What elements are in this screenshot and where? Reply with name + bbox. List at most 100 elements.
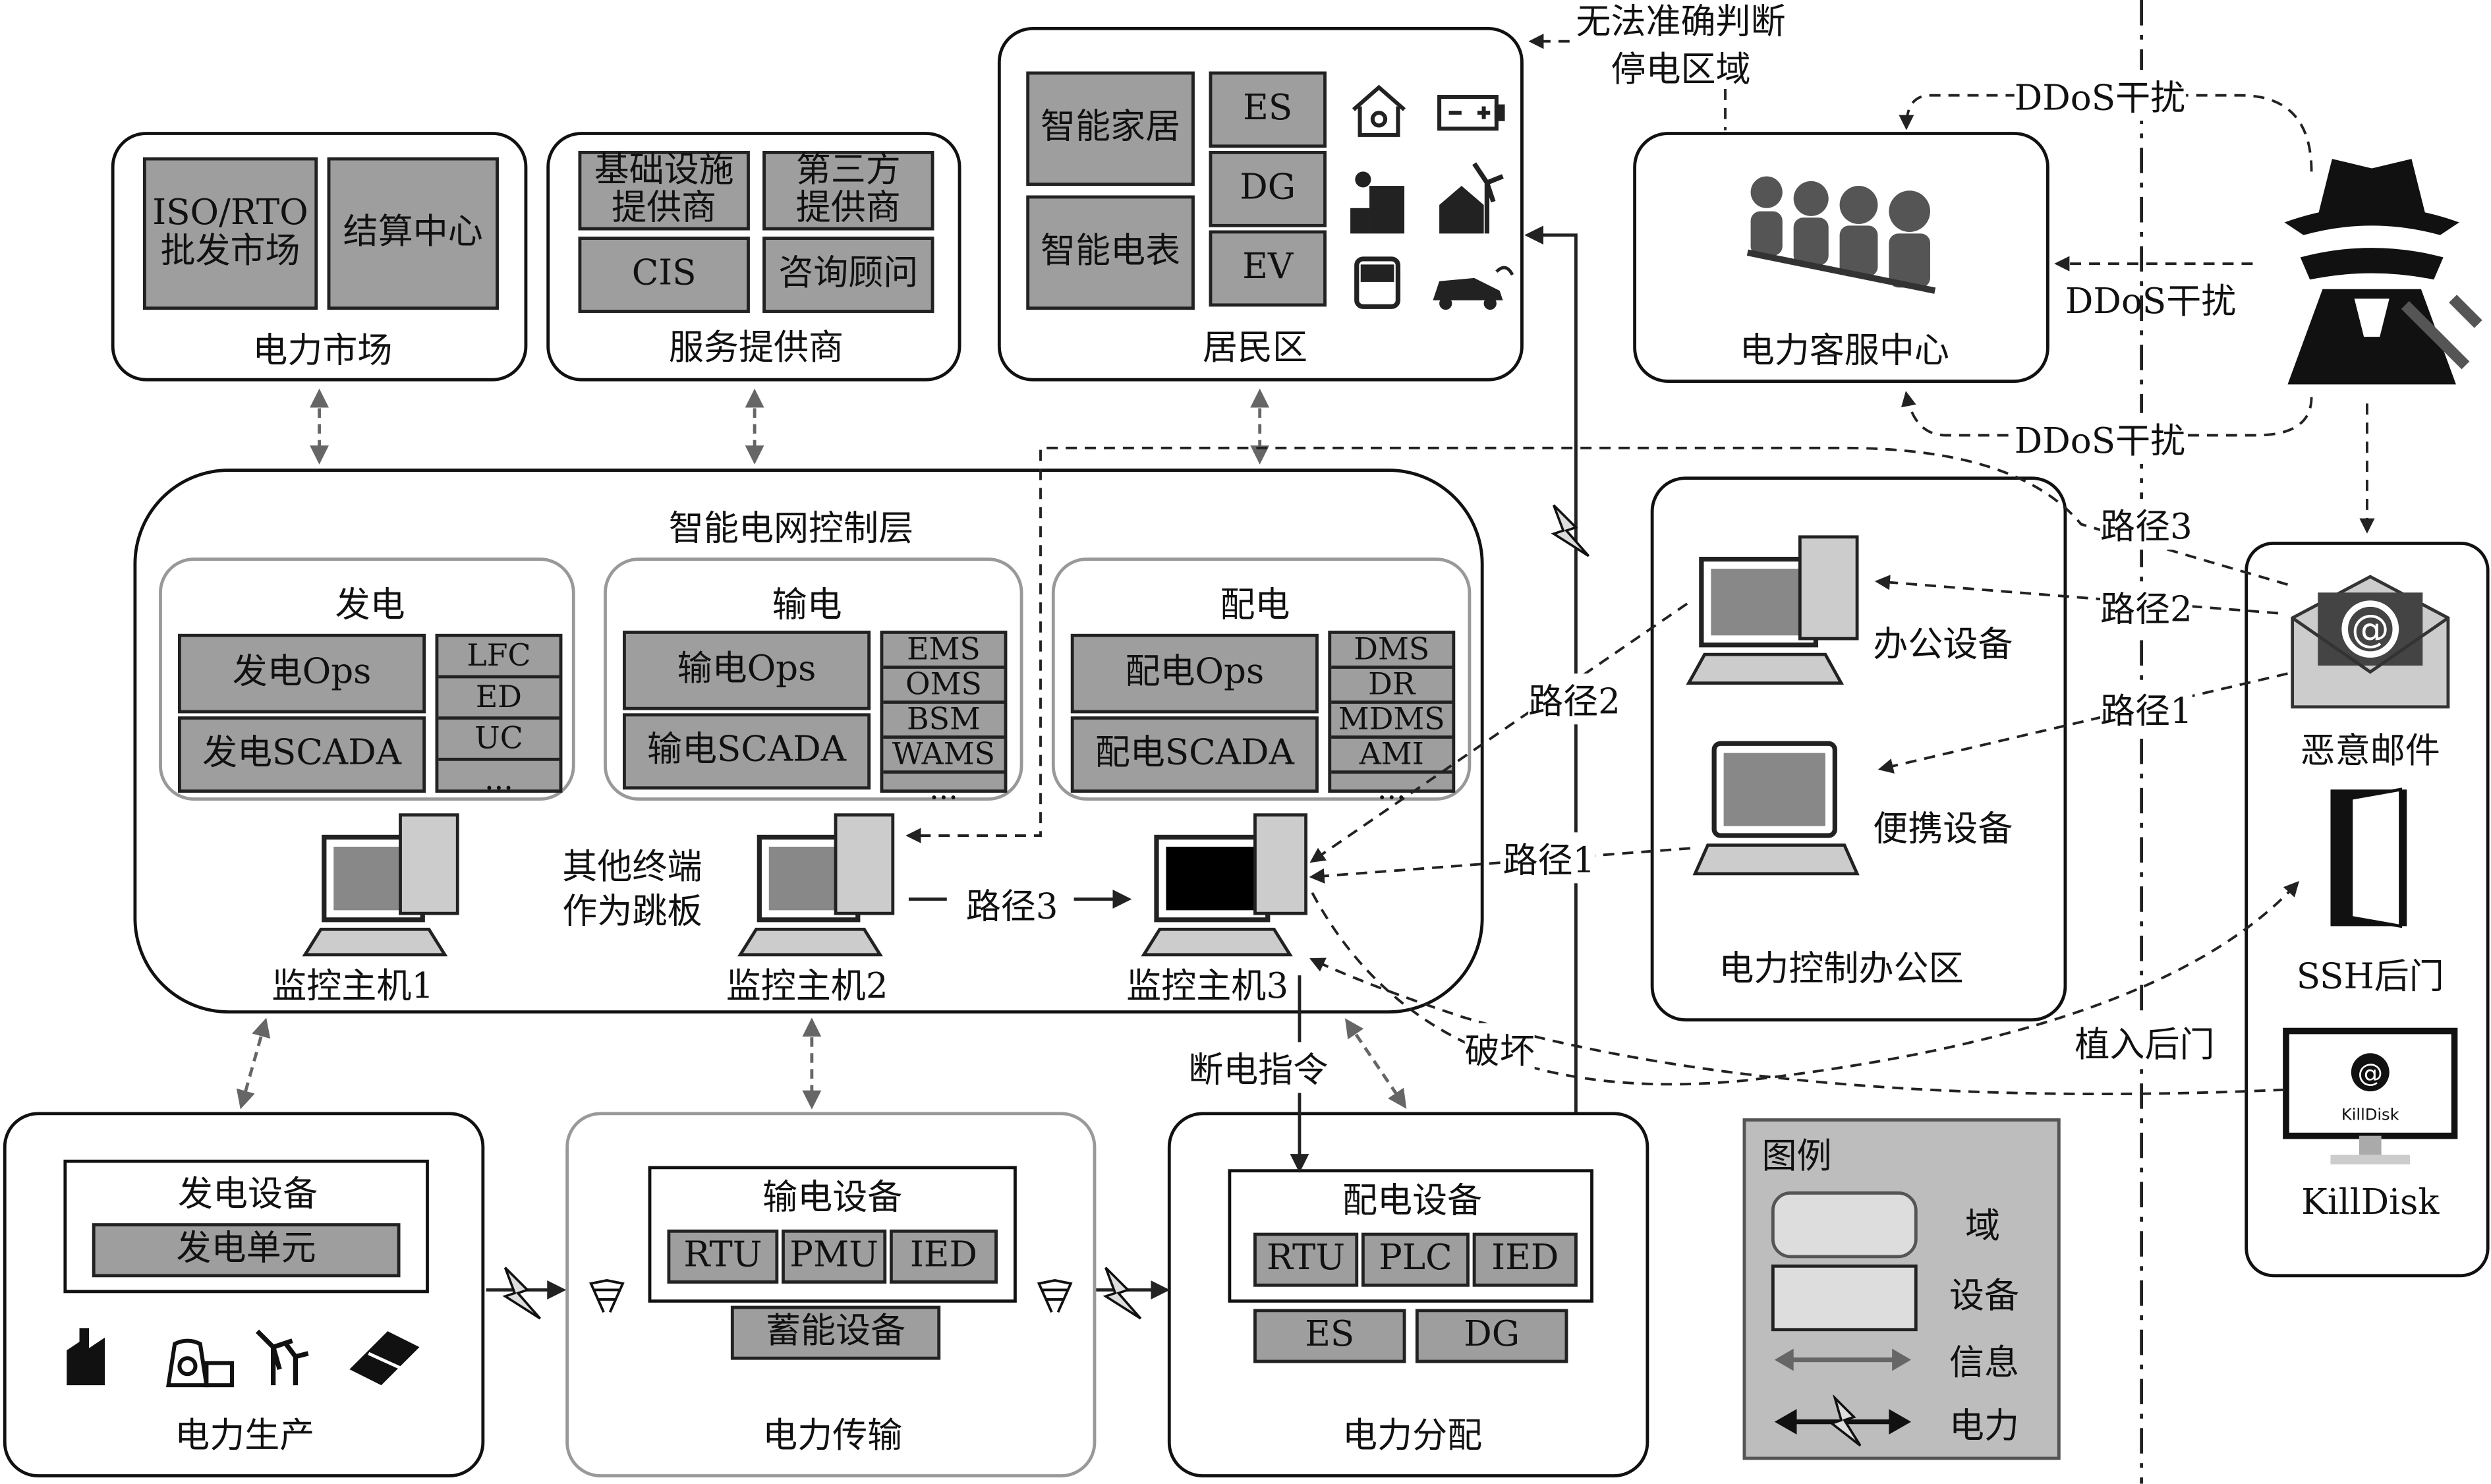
destroy-route xyxy=(1309,957,2285,1096)
smart-meter-icon xyxy=(1354,256,1401,309)
market-item-iso-rto: ISO/RTO 批发市场 xyxy=(142,157,318,310)
legend-device-swatch xyxy=(1771,1264,1918,1332)
office-laptop-icon xyxy=(1692,741,1860,876)
service-item-cis: CIS xyxy=(578,237,750,313)
office-path2-label: 路径2 xyxy=(1528,673,1620,725)
pylon-icon-1 xyxy=(589,1279,625,1313)
office-path1-label: 路径1 xyxy=(1503,832,1595,884)
energy-storage-box: 蓄能设备 xyxy=(730,1305,941,1360)
gen-app-lfc: LFC xyxy=(438,637,559,679)
resident-ev-box: EV xyxy=(1209,230,1327,307)
solar-panel-icon xyxy=(349,1331,420,1386)
trans-rtu-box: RTU xyxy=(667,1229,779,1284)
destroy-label: 破坏 xyxy=(1464,1023,1535,1074)
trans-device-frame: 输电设备 RTU PMU IED xyxy=(648,1166,1017,1303)
dist-rtu-box: RTU xyxy=(1253,1232,1359,1287)
lightning-icon-1 xyxy=(502,1267,541,1320)
svg-text:@: @ xyxy=(2351,606,2390,651)
gen-unit-box: 发电单元 xyxy=(92,1223,401,1278)
dist-ops-box: 配电Ops xyxy=(1070,633,1319,714)
legend: 图例 域 设备 信息 电力 xyxy=(1742,1118,2061,1460)
hacker-icon xyxy=(2284,159,2482,385)
ssh-backdoor-label: SSH后门 xyxy=(2296,957,2444,998)
dist-app-list: DMS DR MDMS AMI ... xyxy=(1328,631,1456,805)
dist-app-dms: DMS xyxy=(1331,634,1452,669)
trans-device-title: 输电设备 xyxy=(762,1178,903,1219)
residential-domain: 智能家居 智能电表 ES DG EV 居民区 xyxy=(997,26,1524,382)
transmission-title: 电力传输 xyxy=(762,1417,903,1457)
gen-control-title: 发电 xyxy=(335,586,405,626)
monitor-host-2-label: 监控主机2 xyxy=(726,967,888,1008)
gen-scada-box: 发电SCADA xyxy=(177,716,426,793)
dist-app-mdms: MDMS xyxy=(1331,704,1452,739)
legend-power-label: 电力 xyxy=(1949,1407,2020,1448)
call-center-domain: 电力客服中心 xyxy=(1633,132,2049,383)
office-domain: 办公设备 便携设备 电力控制办公区 xyxy=(1650,476,2067,1022)
market-item-settlement: 结算中心 xyxy=(327,157,499,310)
path2-route xyxy=(1874,575,2279,615)
dist-control-title: 配电 xyxy=(1220,586,1290,626)
path3-route xyxy=(905,446,2288,843)
service-provider-title: 服务提供商 xyxy=(668,329,844,369)
trans-pmu-box: PMU xyxy=(782,1229,887,1284)
dist-domain-link xyxy=(1345,1018,1407,1109)
residential-title: 居民区 xyxy=(1202,329,1308,369)
generation-icons xyxy=(67,1328,420,1388)
legend-domain-swatch xyxy=(1771,1191,1918,1259)
service-item-consultant: 咨询顾问 xyxy=(762,237,934,313)
call-center-title: 电力客服中心 xyxy=(1739,331,1949,372)
trans-scada-box: 输电SCADA xyxy=(622,713,871,790)
office-domain-title: 电力控制办公区 xyxy=(1719,950,1964,990)
dist-device-frame: 配电设备 RTU PLC IED xyxy=(1228,1169,1593,1303)
attack-path3-label: 路径3 xyxy=(2100,498,2192,550)
gen-domain-link xyxy=(236,1017,271,1110)
smart-home-box: 智能家居 xyxy=(1026,71,1195,186)
solar-building-icon xyxy=(1350,171,1405,234)
malicious-email-label: 恶意邮件 xyxy=(2300,732,2440,772)
trans-app-wams: WAMS xyxy=(883,739,1004,774)
battery-icon xyxy=(1437,95,1505,131)
legend-device-label: 设备 xyxy=(1949,1277,2020,1317)
legend-info-arrow xyxy=(1774,1348,1912,1371)
distribution-domain: 配电设备 RTU PLC IED ES DG 电力分配 xyxy=(1167,1112,1649,1477)
trans-control-title: 输电 xyxy=(772,586,842,626)
wind-house-icon xyxy=(1439,162,1504,234)
killdisk-screen-text: KillDisk xyxy=(2341,1106,2399,1124)
gen-device-title: 发电设备 xyxy=(177,1175,318,1216)
control-layer-domain: 智能电网控制层 发电 发电Ops 发电SCADA LFC ED UC ... 输… xyxy=(133,469,1484,1014)
power-feedback-line xyxy=(1524,225,1578,1112)
wind-turbine-icon xyxy=(255,1329,309,1386)
attack-tools-domain: @ 恶意邮件 SSH后门 @ KillDisk KillDisk xyxy=(2245,542,2490,1278)
distribution-title: 电力分配 xyxy=(1342,1417,1483,1457)
gen-control-domain: 发电 发电Ops 发电SCADA LFC ED UC ... xyxy=(159,557,575,801)
gen-ops-box: 发电Ops xyxy=(177,633,426,714)
lightning-icon-2 xyxy=(1102,1267,1142,1320)
gen-app-list: LFC ED UC ... xyxy=(435,633,563,797)
generation-title: 电力生产 xyxy=(175,1417,315,1457)
attack-path1-label: 路径1 xyxy=(2100,683,2192,734)
dist-app-ami: AMI xyxy=(1331,739,1452,774)
dist-es-box: ES xyxy=(1253,1309,1406,1363)
resident-icons xyxy=(1350,84,1514,310)
trans-ops-box: 输电Ops xyxy=(622,631,871,710)
inner-path3-label: 路径3 xyxy=(965,888,1058,928)
dist-control-domain: 配电 配电Ops 配电SCADA DMS DR MDMS AMI ... xyxy=(1051,557,1472,805)
path1-to-host3 xyxy=(1309,847,1691,884)
killdisk-monitor-icon: @ KillDisk xyxy=(2283,1027,2458,1165)
lightning-icon-3 xyxy=(1551,504,1590,557)
resident-es-box: ES xyxy=(1209,71,1327,148)
office-desktop-icon xyxy=(1686,535,1859,685)
legend-domain-label: 域 xyxy=(1965,1207,2001,1247)
trans-app-bsm: BSM xyxy=(883,704,1004,739)
ddos-label-top: DDoS干扰 xyxy=(2014,70,2186,121)
control-layer-title: 智能电网控制层 xyxy=(668,509,914,550)
legend-title: 图例 xyxy=(1761,1137,1832,1178)
ddos-label-bot: DDoS干扰 xyxy=(2014,413,2186,464)
electric-car-icon xyxy=(1433,266,1514,310)
jump-host-note: 其他终端 作为跳板 xyxy=(562,848,702,933)
power-market-title: 电力市场 xyxy=(252,331,393,372)
legend-info-label: 信息 xyxy=(1949,1344,2020,1384)
resident-dg-box: DG xyxy=(1209,151,1327,227)
trans-app-more: ... xyxy=(929,772,958,807)
